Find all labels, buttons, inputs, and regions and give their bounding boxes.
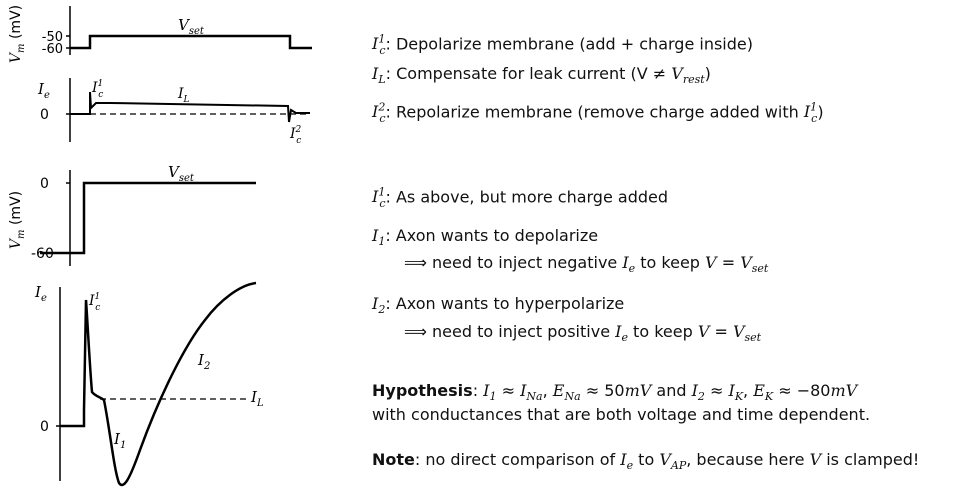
text-line-positive-ie: ⟹ need to inject positive Ie to keep V =… [404,322,762,345]
bottom-vm-tick-label-0: 0 [40,176,49,192]
top-vset-label: Vset [178,16,205,37]
top-ie-tick-label-0: 0 [40,107,49,123]
bottom-ie-trace [60,281,257,486]
text-line-conductances: with conductances that are both voltage … [372,405,871,424]
top-vm-trace [70,34,312,50]
bottom-vm-ylabel: Vm (mV) [8,191,27,249]
text-line-note: Note: no direct comparison of Ie to VAP,… [372,450,920,473]
text-line-ic1-more-charge: I1c: As above, but more charge added [372,186,669,210]
text-line-i1-depolarize: I1: Axon wants to depolarize [372,226,599,249]
text-line-ic1-depolarize: I1c: Depolarize membrane (add + charge i… [372,33,753,57]
note-label: Note [372,450,415,469]
text-line-negative-ie: ⟹ need to inject negative Ie to keep V =… [404,253,769,276]
hypothesis-label: Hypothesis [372,381,473,400]
bottom-voltage-plot: 0 -60 Vm (mV) Vset [8,163,256,266]
text-line-il-leak: IL: Compensate for leak current (V ≠ Vre… [372,64,711,87]
text-line-hypothesis: Hypothesis: I1 ≈ INa, ENa ≈ 50mV and I2 … [372,381,858,404]
text-line-i2-hyperpolarize: I2: Axon wants to hyperpolarize [372,294,625,317]
text-line-ic2-repolarize: I2c: Repolarize membrane (remove charge … [372,101,824,125]
bottom-il-label: IL [250,388,264,409]
bottom-vm-trace [40,181,256,255]
top-ie-ylabel: Ie [37,80,50,101]
bottom-ie-tick-label-0: 0 [40,419,49,435]
bottom-ie-ylabel: Ie [34,283,47,304]
top-voltage-plot: -50 -60 Vm (mV) Vset [8,5,312,63]
bottom-i2-label: I2 [197,351,210,372]
top-il-label: IL [177,86,190,105]
bottom-i1-label: I1 [113,430,126,451]
top-vm-ylabel: Vm (mV) [8,5,27,63]
top-ie-trace [70,91,310,123]
bottom-vset-label: Vset [168,163,195,184]
top-vm-tick-label-50: -50 [42,30,63,45]
top-vm-tick-label-60: -60 [42,42,63,57]
